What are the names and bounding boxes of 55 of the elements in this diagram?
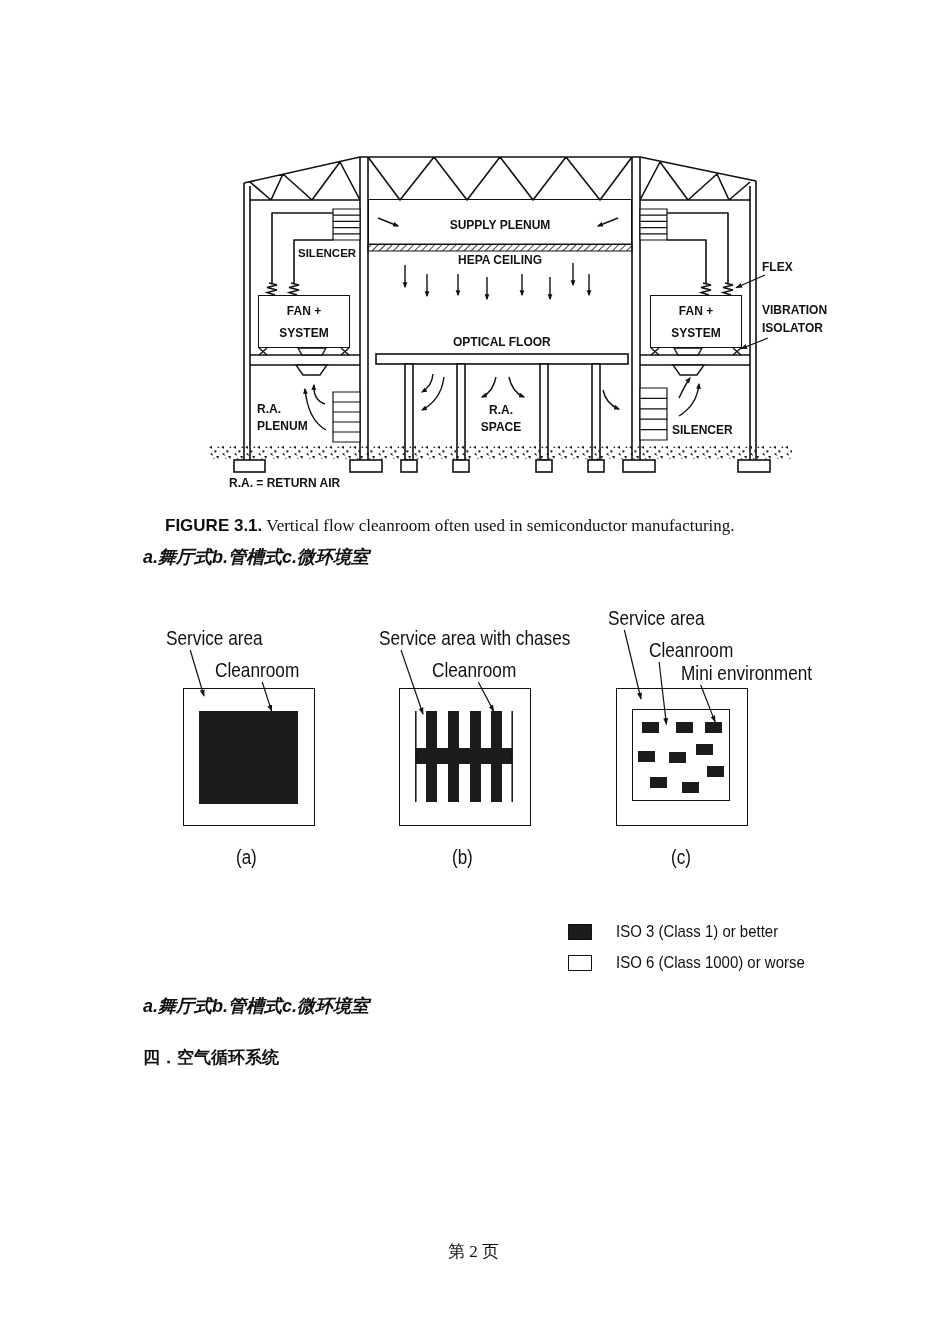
leader-arrow xyxy=(700,684,716,723)
mini-environment-box xyxy=(641,721,659,733)
fan-box: FAN + SYSTEM xyxy=(650,295,742,348)
legend-label: ISO 3 (Class 1) or better xyxy=(616,923,779,941)
callout-label: Cleanroom xyxy=(432,659,517,681)
service-area-box xyxy=(183,688,315,826)
mini-environment-box xyxy=(637,750,655,762)
leader-arrow xyxy=(261,681,273,713)
mini-environment-box xyxy=(695,743,713,755)
cleanroom-square xyxy=(199,711,299,805)
figure-note: a.舞厅式b.管槽式c.微环境室 xyxy=(143,547,370,568)
mini-environment-box xyxy=(681,781,699,793)
callout-label: Service area with chases xyxy=(379,627,571,649)
panel-label: (b) xyxy=(452,846,473,868)
mini-environment-box xyxy=(668,751,686,763)
figure-note: a.舞厅式b.管槽式c.微环境室 xyxy=(143,996,370,1017)
service-area-box xyxy=(399,688,531,826)
leader-arrow xyxy=(189,649,205,697)
part-label: R.A. SPACE xyxy=(479,402,523,436)
callout-label: Service area xyxy=(166,627,263,649)
section-heading: 四．空气循环系统 xyxy=(143,1047,279,1067)
part-label: OPTICAL FLOOR xyxy=(453,335,551,349)
fan-box: FAN + SYSTEM xyxy=(258,295,350,348)
figure-caption: FIGURE 3.1. Vertical flow cleanroom often used in semiconductor manufacturing. xyxy=(165,516,735,536)
page-number: 第 2 页 xyxy=(448,1242,499,1262)
vibration-isolator xyxy=(733,348,741,355)
leader-arrow xyxy=(623,629,642,700)
callout-label: Mini environment xyxy=(681,662,813,684)
callout-label: FLEX xyxy=(762,260,793,274)
mini-environment-box xyxy=(706,765,724,777)
leader-arrow xyxy=(740,337,769,350)
callout-label: Cleanroom xyxy=(215,659,300,681)
panel-label: (a) xyxy=(236,846,257,868)
legend-label: ISO 6 (Class 1000) or worse xyxy=(616,954,805,972)
leader-arrow xyxy=(400,649,424,715)
supply-plenum-box: SUPPLY PLENUM xyxy=(368,199,632,245)
cleanroom-comb xyxy=(415,711,514,803)
leader-arrow xyxy=(735,274,766,289)
part-label: HEPA CEILING xyxy=(458,253,542,267)
cleanroom-box xyxy=(632,709,731,802)
mini-environment-box xyxy=(649,776,667,788)
leader-arrow xyxy=(658,661,669,726)
part-label: SILENCER xyxy=(298,246,357,260)
part-label: SILENCER xyxy=(672,423,733,437)
leader-arrow xyxy=(477,681,495,712)
callout-label: Service area xyxy=(608,607,705,629)
callout-label: VIBRATION ISOLATOR xyxy=(762,301,840,337)
panel-label: (c) xyxy=(671,846,691,868)
mini-environment-box xyxy=(704,721,722,733)
callout-label: Cleanroom xyxy=(649,639,734,661)
mini-environment-box xyxy=(675,721,693,733)
flex-bellows xyxy=(720,283,736,295)
abbreviation-note: R.A. = RETURN AIR xyxy=(229,476,341,490)
service-area-box xyxy=(616,688,748,826)
part-label: R.A. PLENUM xyxy=(257,401,309,435)
